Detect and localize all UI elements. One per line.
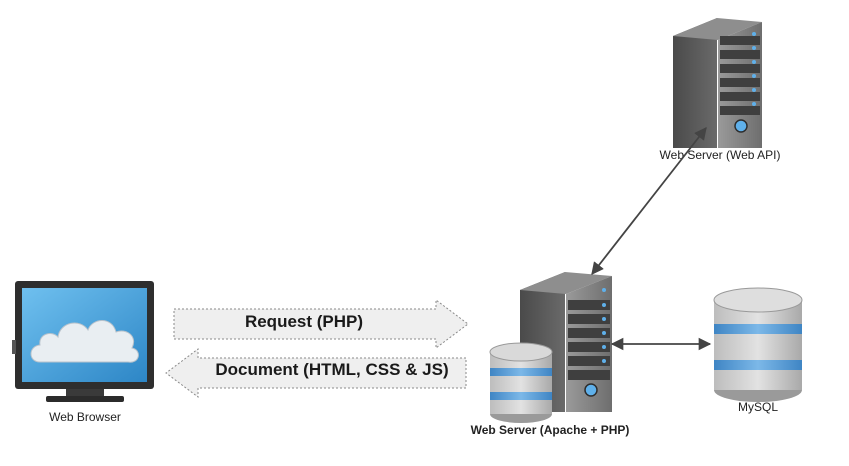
api-connector: [591, 127, 707, 275]
monitor-cloud-icon: [12, 281, 154, 402]
server-tower-icon: [673, 18, 762, 148]
browser-label: Web Browser: [49, 410, 121, 424]
database-icon: [713, 287, 803, 402]
request-label: Request (PHP): [244, 312, 364, 331]
web-server-label: Web Server (Apache + PHP): [470, 423, 630, 437]
mysql-label: MySQL: [737, 400, 778, 414]
document-arrow: [165, 348, 467, 398]
document-label: Document (HTML, CSS & JS): [215, 360, 449, 379]
request-arrow: [173, 299, 469, 349]
database-icon: [489, 342, 553, 423]
api-server-label: Web Server (Web API): [659, 148, 781, 162]
